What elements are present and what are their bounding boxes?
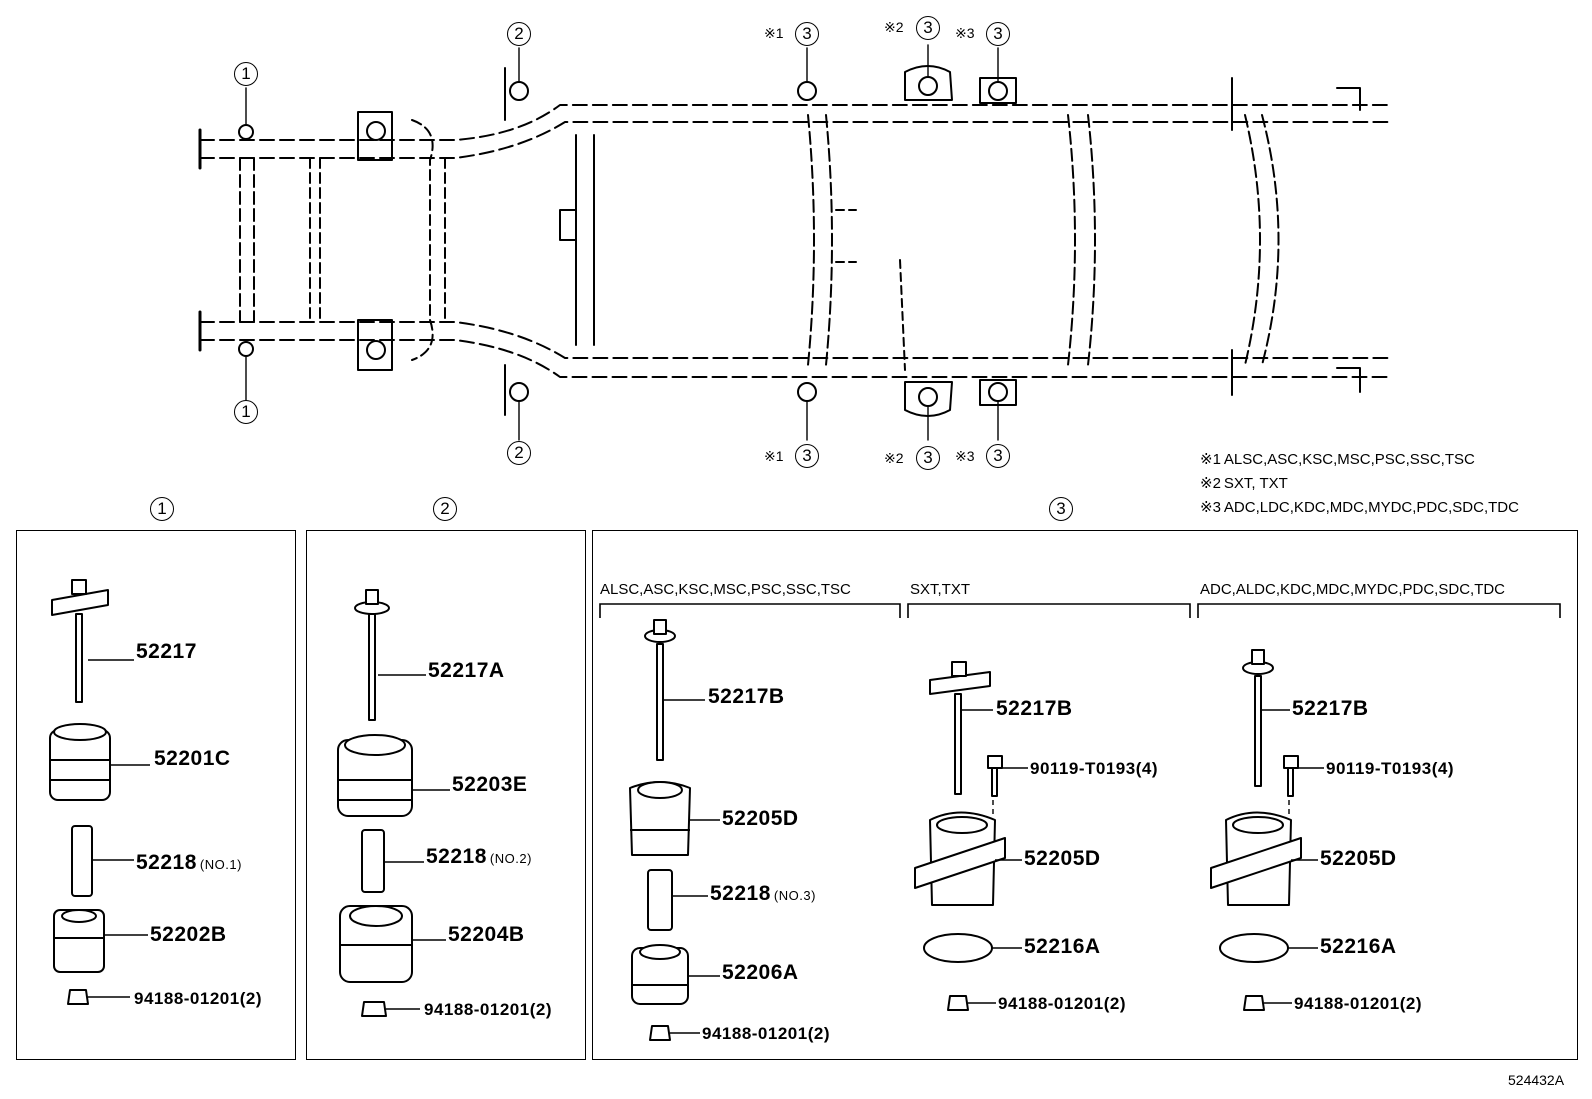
p3c-screw-shape	[1283, 755, 1299, 797]
p1-bolt-label: 52217	[136, 640, 197, 663]
p3b-screw-shape	[987, 755, 1003, 797]
callout-1-bottom: 1	[234, 400, 258, 424]
callout-3-r1-bottom: 3	[795, 444, 819, 468]
refmark-2-top: ※2	[884, 19, 904, 35]
panel-1	[16, 530, 296, 1060]
panel-title-1: 1	[150, 497, 174, 521]
p3b-cushion-shape	[914, 811, 1006, 906]
p3a-collar-label: 52218(NO.3)	[710, 882, 816, 905]
p3a-nut-shape	[649, 1025, 671, 1041]
callout-2-bottom: 2	[507, 441, 531, 465]
panel2-collar-shape	[361, 829, 385, 893]
frame-rail-right	[199, 321, 1391, 359]
group-label-a: ALSC,ASC,KSC,MSC,PSC,SSC,TSC	[600, 581, 851, 598]
p3b-washer-label: 52216A	[1024, 935, 1101, 958]
p3c-bolt-label: 52217B	[1292, 697, 1369, 720]
p3c-cushion-shape	[1210, 811, 1302, 906]
panel1-cushion-lower-shape	[53, 909, 105, 973]
group-label-b: SXT,TXT	[910, 581, 971, 598]
p3b-cushion-label: 52205D	[1024, 847, 1101, 870]
p2-nut-label: 94188-01201(2)	[424, 1000, 552, 1019]
p1-collar-label: 52218(NO.1)	[136, 851, 242, 874]
p3c-screw-label: 90119-T0193(4)	[1326, 759, 1454, 778]
panel2-cushion-lower-shape	[339, 905, 413, 983]
callout-3-r2-bottom: 3	[916, 446, 940, 470]
p2-bolt-label: 52217A	[428, 659, 505, 682]
p3a-cushion-upper-shape	[629, 781, 691, 856]
panel-3	[592, 530, 1578, 1060]
p3c-washer-label: 52216A	[1320, 935, 1397, 958]
group-bracket-c	[1197, 603, 1561, 618]
p2-collar-label: 52218(NO.2)	[426, 845, 532, 868]
refmark-3-bottom: ※3	[955, 448, 975, 464]
p3b-bolt-shape	[929, 661, 991, 795]
panel1-nut-shape	[67, 989, 89, 1005]
callout-3-r2-top: 3	[916, 16, 940, 40]
p3a-collar-shape	[647, 869, 673, 931]
callout-3-r3-bottom: 3	[986, 444, 1010, 468]
refmark-2-bottom: ※2	[884, 450, 904, 466]
group-bracket-a	[599, 603, 901, 618]
panel-title-3: 3	[1049, 497, 1073, 521]
group-bracket-b	[907, 603, 1191, 618]
p3b-nut-label: 94188-01201(2)	[998, 994, 1126, 1013]
p3b-bolt-label: 52217B	[996, 697, 1073, 720]
p3a-cushion-lower-label: 52206A	[722, 961, 799, 984]
refmark-3-top: ※3	[955, 25, 975, 41]
callout-2-top: 2	[507, 22, 531, 46]
callout-3-r3-top: 3	[986, 22, 1010, 46]
p3b-nut-shape	[947, 995, 969, 1011]
panel2-cushion-upper-shape	[337, 734, 413, 817]
p3a-bolt-label: 52217B	[708, 685, 785, 708]
p1-cushion-lower-label: 52202B	[150, 923, 227, 946]
p2-cushion-lower-label: 52204B	[448, 923, 525, 946]
panel1-bolt-shape	[51, 579, 109, 703]
callout-1-top: 1	[234, 62, 258, 86]
p3a-cushion-upper-label: 52205D	[722, 807, 799, 830]
group-label-c: ADC,ALDC,KDC,MDC,MYDC,PDC,SDC,TDC	[1200, 581, 1506, 598]
refmark-1-top: ※1	[764, 25, 784, 41]
p1-nut-label: 94188-01201(2)	[134, 989, 262, 1008]
p3c-cushion-label: 52205D	[1320, 847, 1397, 870]
panel-2	[306, 530, 586, 1060]
refmark-1-bottom: ※1	[764, 448, 784, 464]
figure-id: 524432A	[1508, 1072, 1565, 1088]
callout-3-r1-top: 3	[795, 22, 819, 46]
p1-cushion-upper-label: 52201C	[154, 747, 231, 770]
panel2-bolt-shape	[354, 589, 390, 721]
panel1-cushion-upper-shape	[49, 723, 111, 801]
panel-title-2: 2	[433, 497, 457, 521]
p3b-screw-label: 90119-T0193(4)	[1030, 759, 1158, 778]
p3c-bolt-shape	[1242, 649, 1274, 787]
p3c-nut-shape	[1243, 995, 1265, 1011]
frame-rail-left	[199, 104, 1391, 141]
p3a-nut-label: 94188-01201(2)	[702, 1024, 830, 1043]
panel1-collar-shape	[71, 825, 93, 897]
p3a-bolt-shape	[644, 619, 676, 761]
panel2-nut-shape	[361, 1001, 387, 1017]
p3c-nut-label: 94188-01201(2)	[1294, 994, 1422, 1013]
p2-cushion-upper-label: 52203E	[452, 773, 528, 796]
